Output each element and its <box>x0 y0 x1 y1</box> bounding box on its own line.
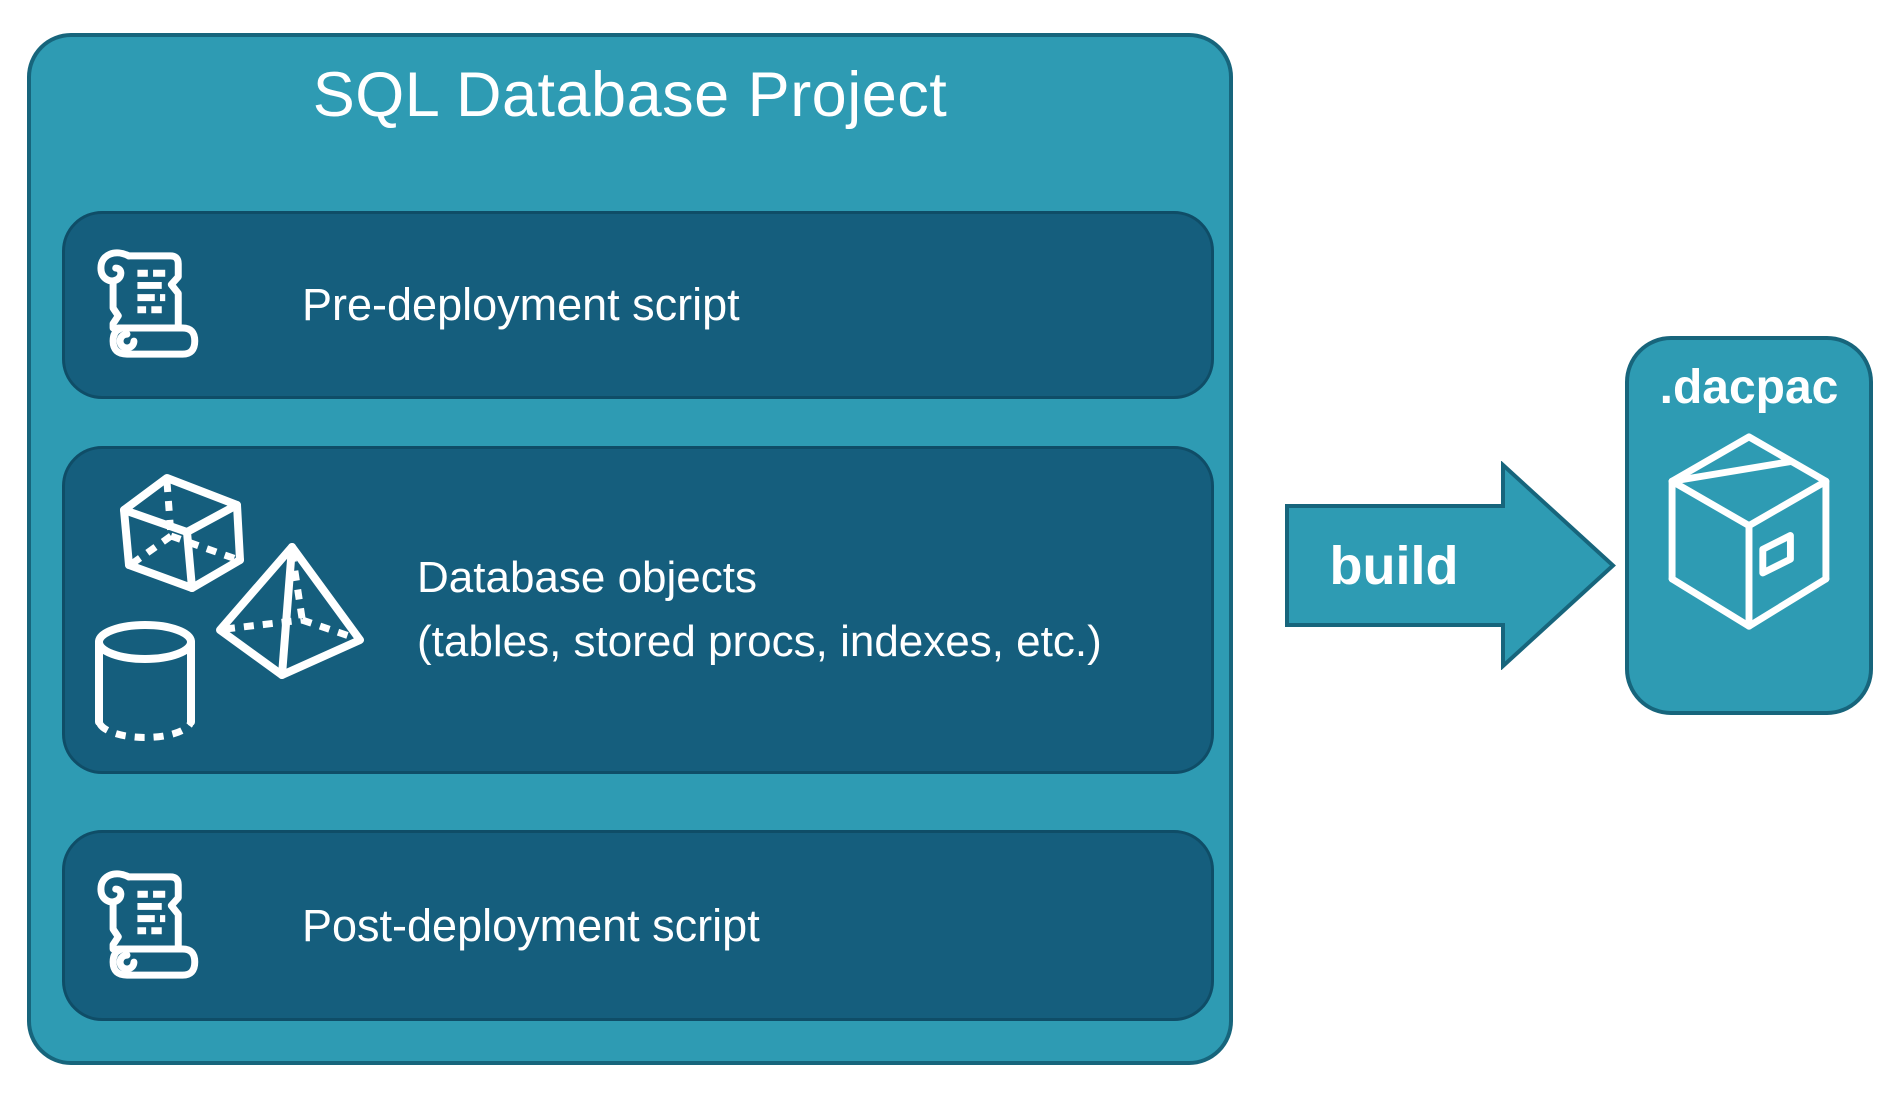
panel-label: Database objects <box>417 553 757 602</box>
scroll-icon <box>97 249 199 358</box>
post-deployment-panel: Post-deployment script <box>62 830 1214 1021</box>
panel-label: Pre-deployment script <box>302 279 740 330</box>
arrow-right-icon <box>1285 461 1616 670</box>
build-arrow: build <box>1285 461 1617 670</box>
dacpac-label: .dacpac <box>1659 361 1839 414</box>
package-icon <box>1668 433 1830 630</box>
panel-label-block: Database objects (tables, stored procs, … <box>417 553 1102 667</box>
database-objects-panel: Database objects (tables, stored procs, … <box>62 446 1214 774</box>
pre-deployment-panel: Pre-deployment script <box>62 211 1214 399</box>
dacpac-artifact: .dacpac <box>1625 336 1873 715</box>
build-arrow-label: build <box>1329 535 1459 596</box>
sql-database-project-container: SQL Database Project Pre-deployment scri… <box>27 33 1233 1065</box>
scroll-icon <box>97 869 199 979</box>
panel-label: Post-deployment script <box>302 899 760 951</box>
geometric-shapes-icon <box>95 474 364 741</box>
project-title: SQL Database Project <box>312 60 948 130</box>
panel-sublabel: (tables, stored procs, indexes, etc.) <box>417 617 1102 666</box>
